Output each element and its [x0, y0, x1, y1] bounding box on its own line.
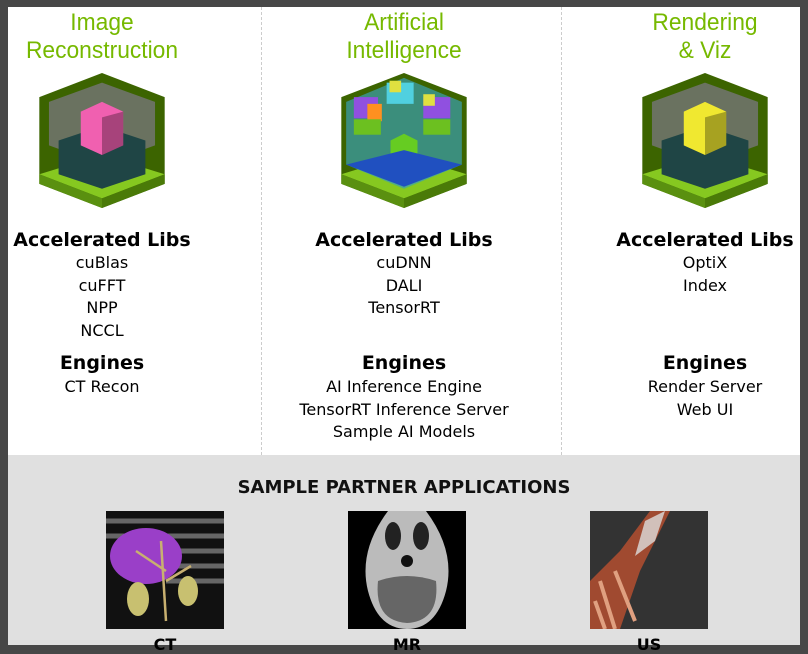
column-divider — [261, 7, 262, 455]
engine-item: Sample AI Models — [332, 422, 476, 441]
partner-section-title: SAMPLE PARTNER APPLICATIONS — [237, 477, 571, 498]
column-divider — [561, 7, 562, 455]
engines-heading: Engines — [361, 352, 447, 374]
lib-item: DALI — [385, 275, 423, 295]
column-title: Image Reconstruction — [25, 9, 179, 64]
cube-pink-icon — [39, 73, 165, 208]
lib-item: cuDNN — [376, 253, 432, 272]
app-label: MR — [392, 635, 422, 654]
lib-item: OptiX — [682, 253, 728, 272]
lib-item: cuBlas — [75, 253, 129, 272]
cube-yellow-icon — [642, 73, 768, 208]
app-label: CT — [153, 635, 177, 654]
lib-item: Index — [682, 275, 728, 295]
cube-ai-icon — [341, 73, 467, 208]
app-ct: CT — [106, 511, 224, 654]
engine-item: TensorRT Inference Server — [299, 399, 509, 419]
engines-heading: Engines — [59, 352, 145, 374]
partner-applications-panel: SAMPLE PARTNER APPLICATIONS CT MR — [8, 455, 800, 654]
slide: Image Reconstruction Accelerated Libs cu… — [8, 7, 800, 654]
column-title: Artificial Intelligence — [346, 9, 462, 64]
engine-item: Render Server — [647, 377, 763, 396]
column-2: Rendering & Viz Accelerated Libs OptiX In… — [560, 7, 808, 455]
engine-item: AI Inference Engine — [326, 377, 482, 396]
libs-heading: Accelerated Libs — [315, 229, 493, 251]
app-mr: MR — [348, 511, 466, 654]
ct-scan-image — [106, 511, 224, 629]
lib-item: cuFFT — [78, 275, 126, 295]
column-0: Image Reconstruction Accelerated Libs cu… — [0, 7, 247, 455]
mr-scan-image — [348, 511, 466, 629]
lib-item: NCCL — [80, 320, 124, 340]
libs-heading: Accelerated Libs — [13, 229, 191, 251]
engine-item: CT Recon — [64, 377, 140, 396]
engines-heading: Engines — [662, 352, 748, 374]
engine-item: Web UI — [676, 399, 734, 419]
app-us: US — [590, 511, 708, 654]
libs-list: cuBlas cuFFT NPP NCCL — [0, 252, 247, 342]
app-label: US — [636, 635, 662, 654]
engines-list: CT Recon — [0, 376, 247, 399]
column-title: Rendering & Viz — [652, 9, 758, 64]
libs-heading: Accelerated Libs — [616, 229, 794, 251]
libs-list: OptiX Index — [560, 252, 808, 297]
lib-item: TensorRT — [368, 298, 440, 317]
libs-list: cuDNN DALI TensorRT — [259, 252, 549, 320]
column-1: Artificial Intelligence Accelerated Libs… — [259, 7, 549, 455]
us-scan-image — [590, 511, 708, 629]
lib-item: NPP — [86, 298, 118, 317]
